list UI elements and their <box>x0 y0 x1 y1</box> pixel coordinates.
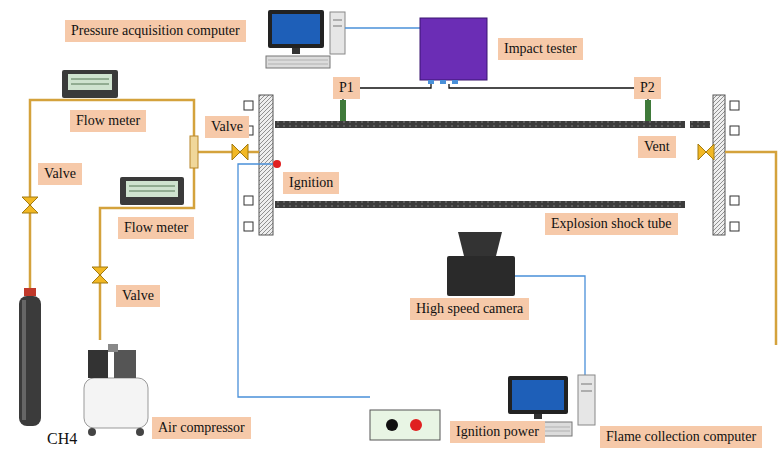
part-label: Ignition <box>289 174 333 192</box>
part-label: Impact tester <box>504 40 577 58</box>
part-label: Valve <box>122 287 154 305</box>
gas-pipe <box>30 100 776 345</box>
label-box: Pressure acquisition computer <box>65 20 246 42</box>
ignition-power-box <box>370 410 440 440</box>
air-compressor-icon <box>84 344 148 436</box>
label-box: Flow meter <box>70 110 146 132</box>
valve-symbol <box>22 144 714 283</box>
pressure-sensor <box>645 100 651 122</box>
label-box: High speed camera <box>410 298 529 320</box>
gas-cylinder <box>19 288 41 426</box>
part-label: P2 <box>640 79 655 97</box>
camera-icon <box>447 232 515 296</box>
part-label: Explosion shock tube <box>551 215 672 233</box>
label-box: Flame collection computer <box>600 426 762 448</box>
data-cable <box>345 27 420 29</box>
part-label: High speed camera <box>416 300 523 318</box>
label-box: Impact tester <box>498 38 583 60</box>
impact-tester-box <box>420 18 487 80</box>
igniter-dot <box>273 160 281 168</box>
sensor-wire <box>449 84 648 100</box>
label-box: Valve <box>38 163 82 185</box>
part-label: Vent <box>644 138 670 156</box>
part-label: P1 <box>339 79 354 97</box>
label-box: Flow meter <box>118 217 194 239</box>
part-label: Pressure acquisition computer <box>71 22 240 40</box>
camera-cable <box>515 276 585 375</box>
part-label: Flow meter <box>124 219 188 237</box>
label-box: Ignition power <box>450 421 545 443</box>
pressure-computer-icon <box>266 10 345 68</box>
pressure-sensor <box>340 100 346 122</box>
gas-label: CH4 <box>47 430 77 448</box>
part-label: Ignition power <box>456 423 539 441</box>
label-box: Valve <box>205 116 249 138</box>
label-box: P1 <box>333 77 360 99</box>
part-label: Valve <box>44 165 76 183</box>
label-box: Valve <box>116 285 160 307</box>
shock-tube <box>244 95 739 235</box>
ignition-wire <box>238 164 370 397</box>
label-box: Ignition <box>283 172 339 194</box>
label-box: Air compressor <box>152 417 251 439</box>
part-label: Flame collection computer <box>606 428 756 446</box>
manifold <box>190 136 198 168</box>
label-box: Vent <box>638 136 676 158</box>
part-label: Air compressor <box>158 419 245 437</box>
label-box: P2 <box>634 77 661 99</box>
part-label: Flow meter <box>76 112 140 130</box>
label-box: Explosion shock tube <box>545 213 678 235</box>
part-label: Valve <box>211 118 243 136</box>
